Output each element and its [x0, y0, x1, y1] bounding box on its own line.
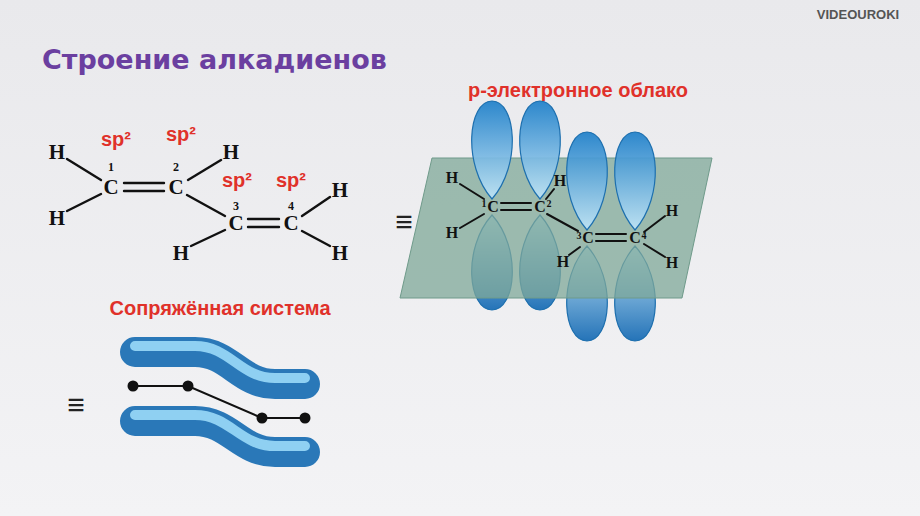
atom-h: H — [223, 142, 239, 163]
atom-dot — [257, 413, 268, 424]
bond — [644, 244, 665, 257]
atom-number: 3 — [577, 231, 582, 241]
bond — [302, 231, 330, 246]
atom-h: H — [332, 243, 348, 264]
tube-highlight — [135, 346, 305, 378]
atom-h: H — [554, 173, 566, 189]
atom-c: C — [103, 177, 118, 198]
atom-h: H — [49, 142, 65, 163]
upper-lobes — [472, 101, 656, 230]
bond — [644, 216, 665, 232]
atom-number: 2 — [547, 199, 552, 209]
equivalence-sign: ≡ — [67, 390, 85, 420]
left-formula-bonds — [67, 159, 330, 246]
tube-highlight — [135, 415, 305, 446]
atom-h: H — [332, 180, 348, 201]
section-label: р-электронное облако — [468, 80, 688, 100]
atom-number: 4 — [642, 231, 647, 241]
atom-h: H — [446, 170, 458, 186]
atom-number: 2 — [173, 161, 179, 173]
atom-h: H — [557, 254, 569, 270]
molecular-plane — [400, 158, 712, 298]
atom-c: C — [582, 230, 594, 246]
plane-formula-bonds — [460, 184, 665, 257]
hybridization: sp² — [222, 170, 252, 190]
atom-c: C — [534, 199, 546, 215]
watermark: VIDEOUROKI — [817, 8, 899, 21]
bond — [501, 202, 531, 204]
bond — [547, 214, 578, 231]
bond — [302, 197, 330, 216]
p-orbital-lobe — [567, 132, 608, 230]
atom-dot — [300, 413, 311, 424]
atom-number: 4 — [288, 200, 294, 212]
section-label: Сопряжённая система — [109, 298, 330, 318]
bond — [67, 194, 101, 211]
bond — [569, 247, 580, 255]
atom-dot — [183, 381, 194, 392]
atom-dot — [128, 381, 139, 392]
bond — [124, 190, 164, 192]
bond — [188, 160, 221, 180]
atom-c: C — [228, 213, 243, 234]
bond — [460, 184, 484, 199]
bond — [187, 195, 225, 216]
bond — [546, 189, 554, 199]
atom-h: H — [446, 225, 458, 241]
title: Строение алкадиенов — [42, 44, 387, 75]
atom-h: H — [49, 208, 65, 229]
hybridization: sp² — [166, 124, 196, 144]
atom-c: C — [487, 199, 499, 215]
atom-number: 3 — [233, 200, 239, 212]
atom-c: C — [168, 177, 183, 198]
bond — [124, 182, 164, 184]
bond — [596, 240, 626, 242]
bond — [501, 209, 531, 211]
sigma-chain — [133, 386, 305, 418]
atom-c: C — [629, 230, 641, 246]
bond — [460, 214, 484, 228]
atom-h: H — [666, 203, 678, 219]
conjugated-tubes — [128, 346, 311, 452]
equivalence-sign: ≡ — [395, 207, 413, 237]
atom-number: 1 — [482, 199, 487, 209]
hybridization: sp² — [101, 129, 131, 149]
bond — [248, 218, 279, 220]
p-orbital-lobe — [472, 101, 513, 199]
atom-h: H — [666, 255, 678, 271]
p-orbital-lobe — [615, 132, 656, 230]
bond — [191, 230, 225, 246]
atom-c: C — [283, 213, 298, 234]
hybridization: sp² — [276, 170, 306, 190]
atom-number: 1 — [108, 161, 114, 173]
bond — [248, 226, 279, 228]
atom-h: H — [173, 243, 189, 264]
bond — [67, 159, 101, 180]
bond — [596, 233, 626, 235]
